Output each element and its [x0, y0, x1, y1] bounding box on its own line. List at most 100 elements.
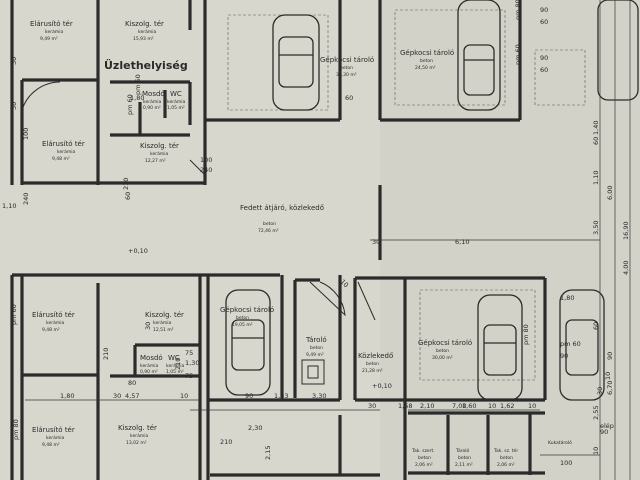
dimension-label: 3,30 — [312, 392, 326, 400]
dimension-label: 60 — [124, 192, 132, 200]
room-name: Elárusító tér — [32, 426, 75, 434]
car-icon — [272, 14, 320, 111]
room-area: 2,06 m² — [415, 462, 433, 468]
dimension-label: 1,33 — [274, 392, 288, 400]
dimension-label: 6,00 — [606, 186, 614, 200]
room-area: 2,11 m² — [455, 462, 473, 468]
room-name: Gépkocsi tároló — [418, 339, 472, 347]
dimension-label: 10 — [592, 447, 600, 455]
room-name: Tároló — [305, 336, 327, 344]
dimension-label: pm 60 — [134, 74, 142, 95]
room-material: beton — [500, 455, 513, 461]
room-name: Mosdó — [140, 354, 163, 362]
room-label: Tak. szert. beton 2,06 m² — [411, 448, 435, 468]
room-name: WC — [168, 354, 180, 362]
dimension-label: pm 60 — [514, 44, 522, 65]
dimension-label: 210 — [102, 348, 110, 360]
room-area: 19,05 m² — [232, 322, 253, 328]
room-material: kerámia — [46, 434, 64, 441]
room-name: Kukatároló — [548, 439, 572, 446]
dimension-label: 4,57 — [125, 392, 139, 400]
dimension-label: 2,30 — [248, 424, 262, 432]
room-material: beton — [236, 315, 249, 321]
car-icon — [559, 289, 605, 401]
car-icon — [457, 0, 501, 111]
room-area: 1,05 m² — [166, 369, 184, 375]
room-name: Tak. szert. — [411, 448, 435, 454]
room-name: Gépkocsi tároló — [320, 56, 374, 64]
room-name: Kiszolg. tér — [140, 142, 179, 150]
dimension-label: 30 — [372, 238, 380, 246]
dimension-label: 90 — [245, 392, 253, 400]
level-mark: +0,10 — [128, 247, 148, 255]
car-icon — [225, 289, 271, 396]
room-label: Elárusító tér kerámia 9,49 m² — [30, 20, 73, 42]
room-material: kerámia — [153, 319, 171, 326]
dimension-label: 90 — [600, 428, 608, 436]
dimension-label: pm 80 — [522, 324, 530, 345]
room-name: Kiszolg. tér — [118, 424, 157, 432]
room-material: kerámia — [57, 148, 75, 155]
room-label: Kiszolg. tér kerámia 12,27 m² — [140, 142, 179, 164]
room-area: 0,90 m² — [140, 369, 158, 375]
dimension-label: 6,10 — [455, 238, 469, 246]
dimension-label: 7,00 — [452, 402, 466, 410]
dimension-label: 240 — [22, 193, 30, 205]
room-area: 12,51 m² — [153, 327, 174, 333]
room-material: kerámia — [166, 362, 184, 369]
room-name: Tároló — [455, 447, 470, 454]
dimension-label: 1,10 — [592, 171, 600, 185]
room-name: Fedett átjáró, közlekedő — [240, 203, 324, 212]
dimension-label: 30 — [596, 387, 604, 395]
dimension-label: pm 80 — [514, 0, 522, 20]
dimension-label: 100 — [560, 459, 572, 467]
dimension-label: 100 — [22, 128, 30, 140]
room-label: Gépkocsi tároló beton 19,05 m² — [220, 306, 274, 328]
room-label: Gépkocsi tároló beton 30,00 m² — [418, 339, 472, 361]
room-material: kerámia — [138, 28, 156, 35]
room-name: Közlekedő — [358, 351, 393, 360]
room-material: beton — [458, 455, 471, 461]
room-label: Mosdó kerámia 0,90 m² — [140, 354, 163, 375]
room-name: Tak. sz. tér — [493, 447, 518, 454]
dimension-label: 2,15 — [264, 446, 272, 460]
level-mark: +0,10 — [372, 382, 392, 390]
dimension-label: 75 — [185, 349, 193, 357]
dimension-label: 1,80 — [130, 94, 144, 102]
dimension-label: 1,30 — [185, 359, 199, 367]
dimension-label: pm 60 — [10, 304, 18, 325]
room-material: kerámia — [143, 98, 161, 105]
room-label: Elárusító tér kerámia 9,48 m² — [42, 140, 85, 162]
dimension-label: 10 — [180, 392, 188, 400]
room-material: beton — [420, 58, 433, 64]
dimension-label: 4,00 — [622, 261, 630, 275]
dimension-label: 1,62 — [500, 402, 514, 410]
room-label: Tároló beton 2,11 m² — [455, 447, 473, 468]
dimension-label: 30 — [144, 322, 152, 330]
room-label: Kukatároló — [548, 439, 572, 446]
room-label: Kiszolg. tér kerámia 12,51 m² — [145, 311, 184, 333]
car-icon — [477, 294, 523, 401]
room-material: kerámia — [140, 362, 158, 369]
room-label: Gépkocsi tároló beton 24,50 m² — [400, 49, 454, 71]
room-name: Kiszolg. tér — [145, 311, 184, 319]
room-area: 9,49 m² — [306, 352, 324, 358]
room-area: 0,90 m² — [143, 105, 161, 111]
room-area: 12,27 m² — [145, 158, 166, 164]
dimension-label: 60 — [540, 18, 548, 26]
dimension-label: 80 — [128, 379, 136, 387]
dimension-label: 30 — [113, 392, 121, 400]
dimension-label: pm 60 — [560, 340, 581, 348]
room-label: WC kerámia 1,05 m² — [167, 90, 185, 111]
dimension-label: 210 — [122, 178, 130, 190]
room-label: Fedett átjáró, közlekedő beton 72,46 m² — [240, 203, 324, 234]
dimension-label: 75 — [185, 372, 193, 380]
room-label: Tároló beton 9,49 m² — [305, 336, 327, 358]
room-name: Mosdó — [142, 90, 165, 98]
room-label: Mosdó kerámia 0,90 m² — [142, 90, 165, 111]
room-area: 30,00 m² — [432, 355, 453, 361]
dimension-label: 6,70 — [606, 381, 614, 395]
dimension-label: pm 60 — [126, 94, 134, 115]
room-label: Kiszolg. tér kerámia 15,93 m² — [125, 20, 164, 42]
dimension-label: 2,55 — [592, 406, 600, 420]
